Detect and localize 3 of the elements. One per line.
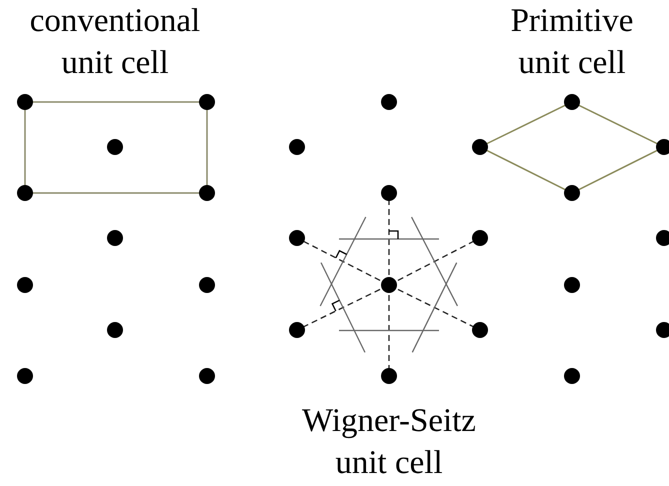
cell-label: conventional unit cell <box>28 2 202 83</box>
cell-label: Wigner-Seitz unit cell <box>301 402 477 483</box>
cell-label: Primitive unit cell <box>510 2 634 83</box>
